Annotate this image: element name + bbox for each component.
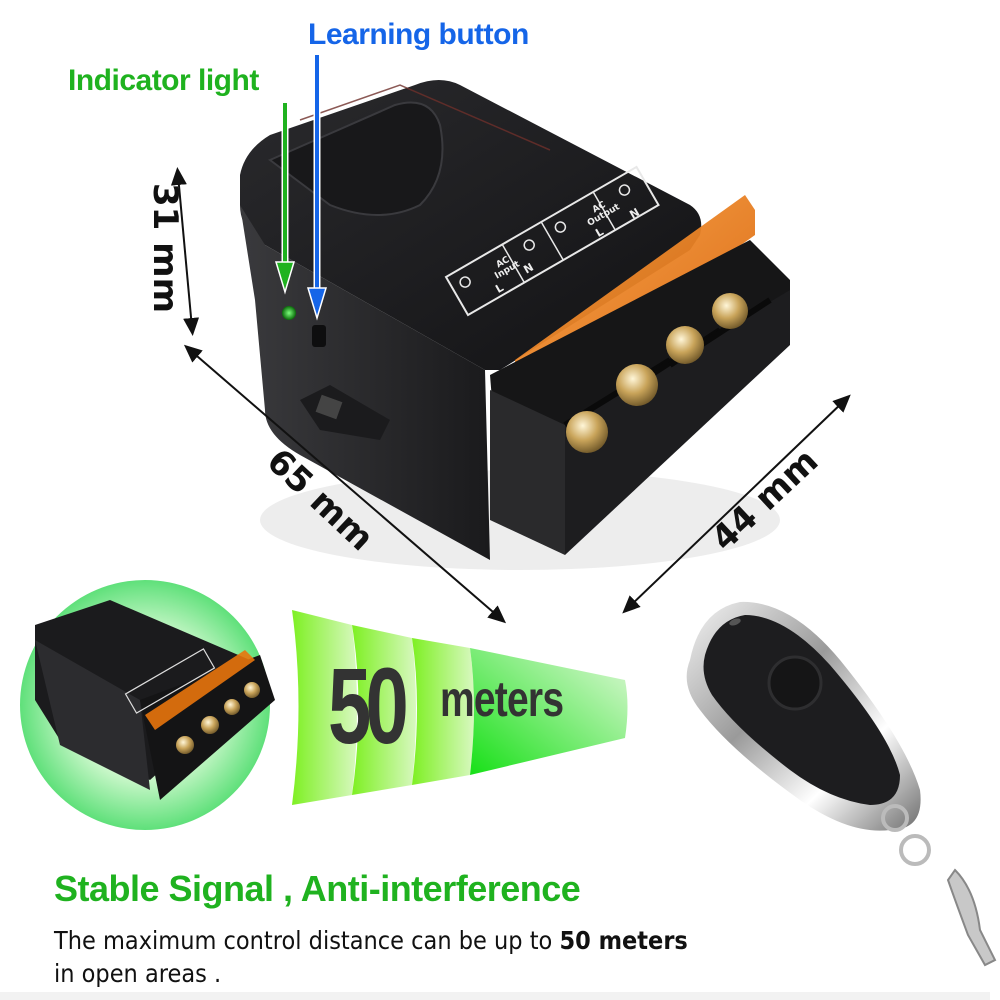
signal-range-graphic: [292, 610, 628, 805]
feature-heading: Stable Signal , Anti-interference: [54, 868, 581, 909]
feature-description: The maximum control distance can be up t…: [54, 924, 774, 990]
indicator-led: [282, 306, 296, 320]
description-prefix: The maximum control distance can be up t…: [54, 926, 560, 955]
description-bold: 50 meters: [559, 926, 688, 955]
learning-button-callout: Learning button: [308, 18, 529, 51]
description-suffix: in open areas .: [54, 959, 222, 988]
remote-key-fob: [686, 601, 997, 967]
small-relay-device: [35, 600, 275, 800]
range-number: 50: [328, 645, 409, 766]
remote-button[interactable]: [767, 655, 823, 711]
dimension-arrow-length: [183, 344, 507, 624]
dimension-height-label: 31 mm: [145, 182, 186, 314]
terminal-label-panel: [444, 165, 660, 317]
dimension-arrow-height: [170, 167, 200, 336]
footer-bar: [0, 992, 990, 1000]
indicator-arrow: [274, 103, 296, 295]
dimension-arrow-width: [622, 394, 851, 614]
range-unit: meters: [440, 671, 564, 727]
indicator-light-callout: Indicator light: [68, 64, 259, 97]
learning-button-arrow: [306, 55, 328, 321]
learning-button-physical[interactable]: [312, 325, 326, 347]
